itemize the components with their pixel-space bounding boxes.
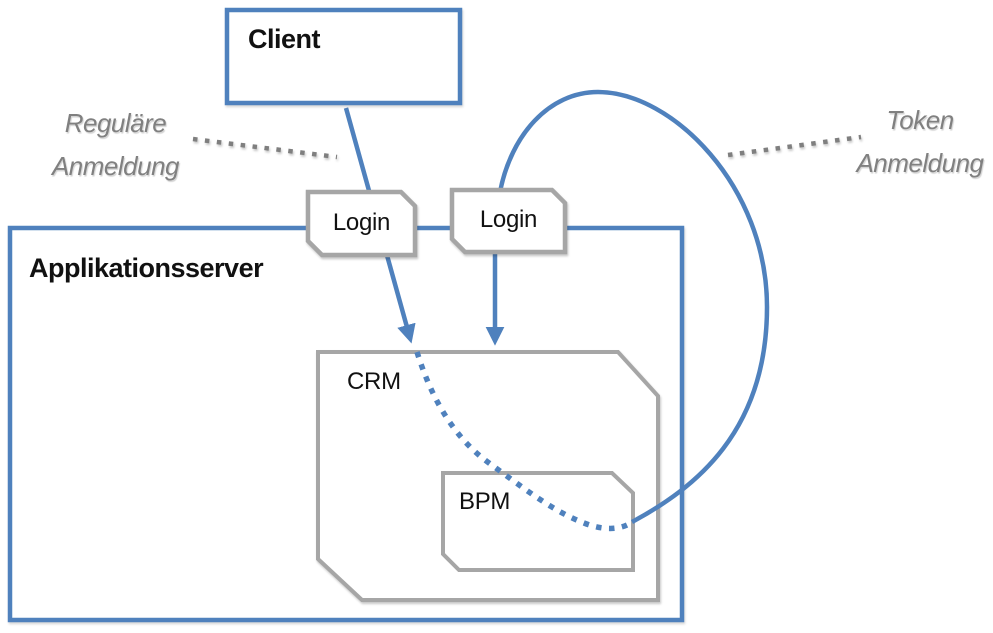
regular-annotation: Reguläre Anmeldung bbox=[18, 102, 213, 188]
client-label: Client bbox=[248, 24, 321, 54]
crm-to-bpm-dotted-curve bbox=[414, 351, 631, 532]
login-left-box bbox=[305, 189, 418, 258]
bpm-box bbox=[441, 471, 635, 572]
app-server-label: Applikationsserver bbox=[29, 253, 264, 283]
token-annotation-line1: Token bbox=[886, 105, 954, 135]
login-left-label: Login bbox=[332, 209, 391, 236]
login-right-label: Login bbox=[479, 206, 538, 233]
client-box bbox=[224, 7, 463, 106]
regular-annotation-line1: Reguläre bbox=[64, 108, 167, 138]
regular-annotation-dotted-line bbox=[192, 136, 338, 160]
bpm-label: BPM bbox=[459, 488, 511, 515]
login-right-box bbox=[449, 187, 568, 255]
token-annotation-dotted-line bbox=[727, 134, 862, 158]
token-annotation-line2: Anmeldung bbox=[856, 148, 984, 178]
crm-label: CRM bbox=[347, 368, 401, 395]
token-annotation: Token Anmeldung bbox=[824, 99, 993, 185]
regular-annotation-line2: Anmeldung bbox=[51, 151, 180, 181]
token-login-curve bbox=[497, 89, 770, 524]
